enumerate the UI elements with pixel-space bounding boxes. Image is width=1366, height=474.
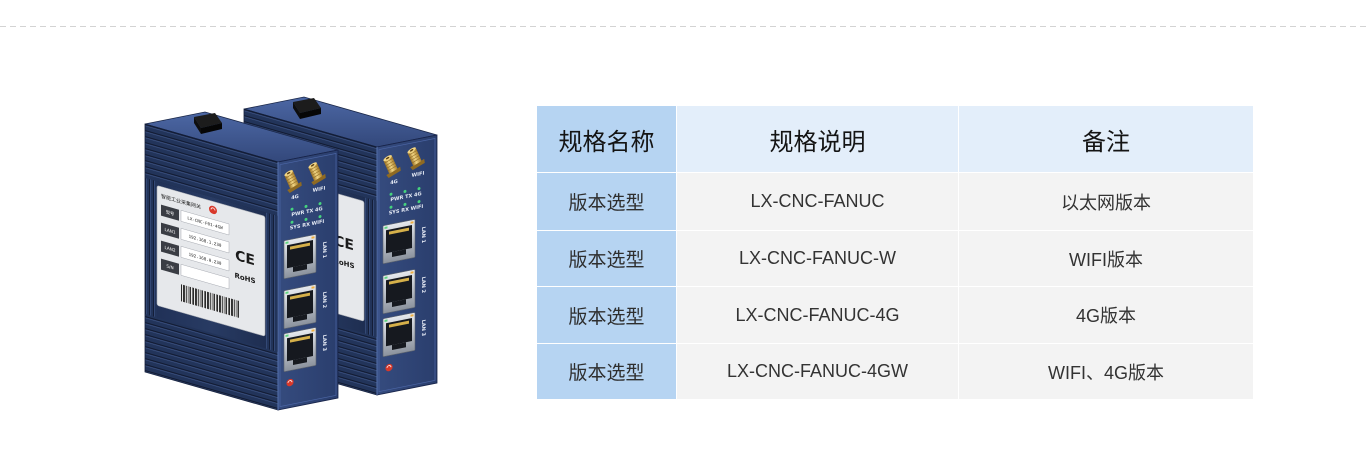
lan-port-1: [283, 234, 317, 279]
status-leds-row2: [290, 215, 322, 224]
label-key: LAN2: [164, 245, 175, 254]
row-3-spec: LX-CNC-FANUC-4G: [677, 287, 958, 343]
din-rail-clip: [194, 113, 222, 134]
lan-port-1-label: LAN 1: [321, 241, 327, 259]
device-side-panel: 智能工业采集网关 型号 LX-CNC-F01-4GW LAN1 192.168.…: [144, 123, 279, 411]
antenna-connector-4g: [284, 170, 302, 193]
header-remark: 备注: [959, 106, 1253, 172]
product-image: 智能工业采集网关 型号 LX-CNC-F01-4GW LAN1 192.168.…: [144, 96, 438, 411]
row-4-spec: LX-CNC-FANUC-4GW: [677, 344, 958, 399]
row-2-name: 版本选型: [537, 231, 676, 286]
label-key: 型号: [166, 208, 174, 217]
row-1-note: 以太网版本: [959, 173, 1253, 230]
row-3-note: 4G版本: [959, 287, 1253, 343]
header-spec-description: 规格说明: [677, 106, 958, 172]
gateway-device-front: 智能工业采集网关 型号 LX-CNC-F01-4GW LAN1 192.168.…: [144, 111, 339, 411]
brand-logo-icon: [286, 378, 294, 387]
antenna-connector-wifi: [308, 162, 326, 186]
lan-port-3: [283, 327, 317, 372]
row-1-name: 版本选型: [537, 173, 676, 230]
lan-port-2: [283, 284, 317, 329]
row-2-spec: LX-CNC-FANUC-W: [677, 231, 958, 286]
row-4-note: WIFI、4G版本: [959, 344, 1253, 399]
antenna-label-wifi: WIFI: [313, 186, 326, 194]
row-4-name: 版本选型: [537, 344, 676, 399]
row-3-name: 版本选型: [537, 287, 676, 343]
top-dashed-divider: [0, 26, 1366, 27]
header-spec-name: 规格名称: [537, 106, 676, 172]
lan-port-3-label: LAN 3: [321, 334, 327, 352]
row-1-spec: LX-CNC-FANUC: [677, 173, 958, 230]
label-key: LAN1: [164, 227, 175, 236]
ce-mark: CE: [235, 248, 255, 269]
device-spec-label: 智能工业采集网关 型号 LX-CNC-F01-4GW LAN1 192.168.…: [156, 185, 266, 337]
barcode: [181, 284, 239, 318]
lan-port-2-label: LAN 2: [321, 291, 327, 309]
label-key: S/N: [166, 263, 173, 271]
device-front-panel: 4G WIFI PWR TX 4G SYS RX WIFI: [277, 149, 339, 411]
status-leds-row1: [290, 202, 322, 211]
label-row-serial: S/N: [161, 258, 230, 290]
spec-table: 规格名称 规格说明 备注 版本选型 LX-CNC-FANUC 以太网版本 版本选…: [537, 106, 1253, 399]
row-2-note: WIFI版本: [959, 231, 1253, 286]
brand-logo-icon: [209, 205, 217, 215]
antenna-label-4g: 4G: [291, 194, 299, 201]
